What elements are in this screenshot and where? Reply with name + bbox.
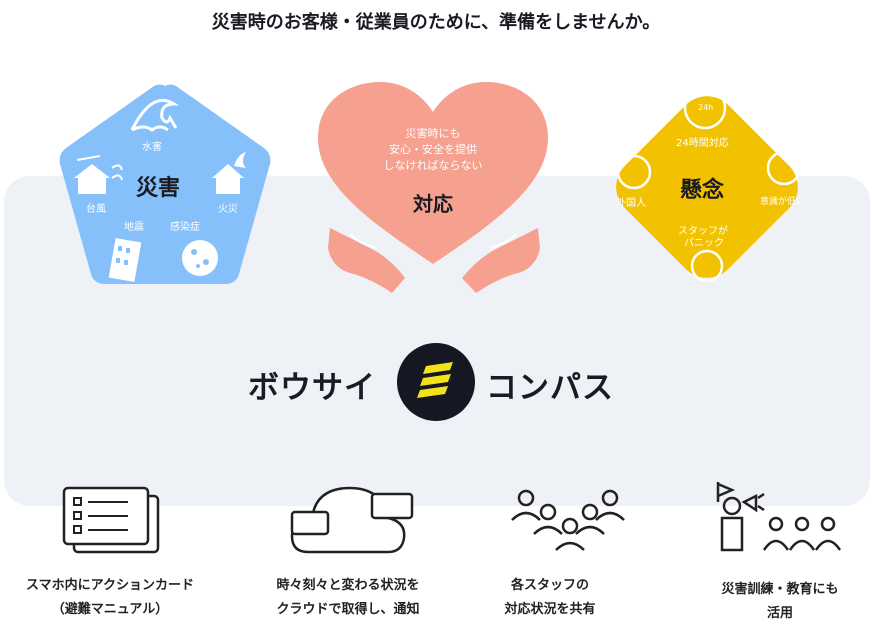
label-earthquake: 地震 bbox=[124, 222, 144, 233]
label-foreigners: 外国人 bbox=[616, 198, 646, 209]
label-panic: パニック bbox=[684, 238, 724, 249]
logo-text-left: ボウサイ bbox=[248, 370, 376, 406]
page-title: 災害時のお客様・従業員のために、準備をしませんか。 bbox=[211, 12, 661, 33]
disaster-heading: 災害 bbox=[136, 176, 181, 201]
feature-line: 災害訓練・教育にも bbox=[721, 582, 839, 597]
feature-line: （避難マニュアル） bbox=[51, 602, 169, 617]
clock-text: 24h bbox=[698, 103, 714, 112]
response-heading: 対応 bbox=[413, 192, 453, 216]
label-fire: 火災 bbox=[218, 204, 238, 215]
disaster-pentagon: 水害 台風 火災 地震 感染症 災害 bbox=[52, 82, 278, 290]
response-heart: 災害時にも 安心・安全を提供 しなければならない 対応 bbox=[310, 78, 560, 300]
feature-share-status: 各スタッフの 対応状況を共有 bbox=[470, 574, 630, 622]
response-line-2: 安心・安全を提供 bbox=[389, 143, 477, 156]
concern-diamond: 24h 24時間対応 外国人 意識が低い スタッフが パニック 懸念 bbox=[594, 78, 820, 296]
label-typhoon: 台風 bbox=[86, 204, 106, 215]
cloud-chat-icon bbox=[288, 482, 418, 562]
feature-cloud-notify: 時々刻々と変わる状況を クラウドで取得し、通知 bbox=[248, 574, 448, 622]
response-line-3: しなければならない bbox=[383, 159, 483, 172]
label-staff: スタッフが bbox=[678, 226, 728, 237]
concern-heading: 懸念 bbox=[680, 178, 725, 203]
label-24h: 24時間対応 bbox=[676, 138, 729, 149]
label-low-awareness: 意識が低い bbox=[760, 197, 806, 207]
label-flood: 水害 bbox=[142, 142, 162, 153]
feature-training: 災害訓練・教育にも 活用 bbox=[690, 578, 870, 626]
response-line-1: 災害時にも bbox=[405, 127, 461, 140]
action-card-icon bbox=[60, 486, 160, 560]
logo-text-right: コンパス bbox=[486, 370, 614, 406]
logo-mark-icon bbox=[396, 342, 476, 422]
feature-line: 対応状況を共有 bbox=[504, 602, 596, 617]
staff-group-icon bbox=[508, 488, 630, 562]
feature-action-card: スマホ内にアクションカード （避難マニュアル） bbox=[0, 574, 220, 622]
feature-line: 活用 bbox=[766, 606, 793, 621]
training-icon bbox=[714, 480, 854, 558]
feature-line: 各スタッフの bbox=[510, 578, 589, 593]
feature-line: スマホ内にアクションカード bbox=[26, 578, 194, 593]
label-infection: 感染症 bbox=[170, 222, 200, 233]
feature-line: 時々刻々と変わる状況を bbox=[276, 578, 420, 593]
feature-line: クラウドで取得し、通知 bbox=[276, 602, 420, 617]
